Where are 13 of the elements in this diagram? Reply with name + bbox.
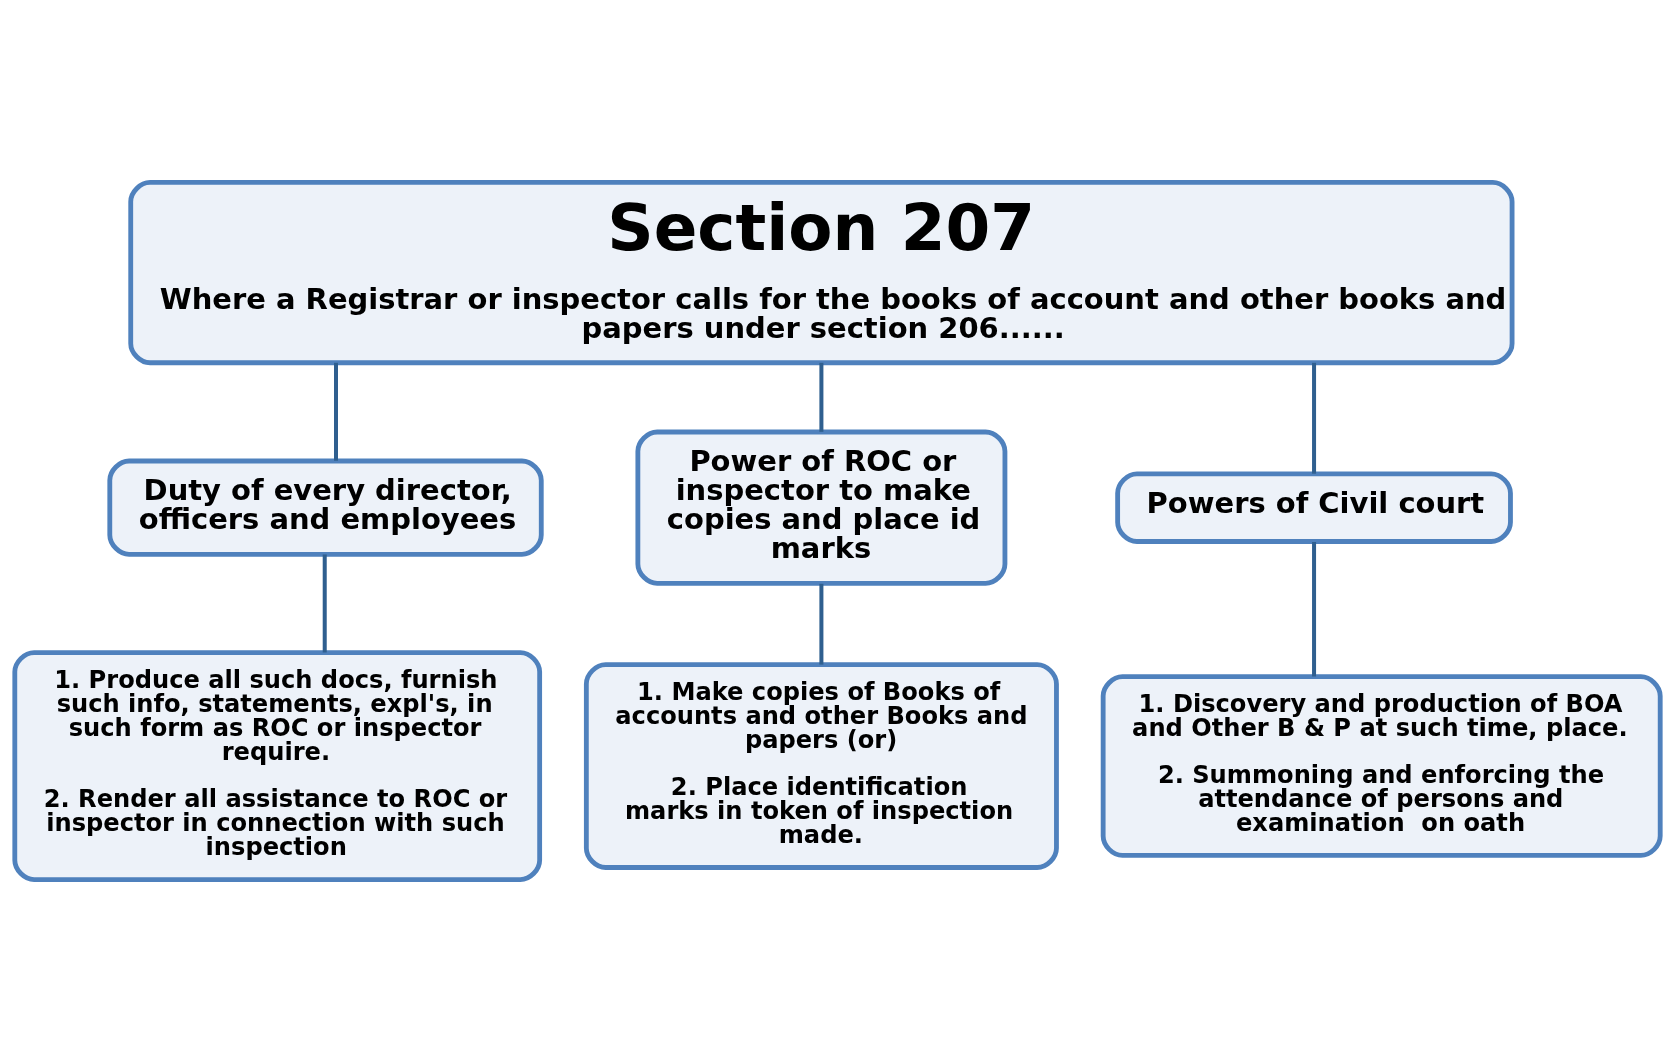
connector [819,362,824,432]
connector [819,583,824,665]
node-box: 1. Produce all such docs, furnish such info, statements, expl's, in such form as ROC or inspector require. 2. Render all assistance to ROC or inspector in connection with such inspection [12,649,543,882]
node-box: Section 207 Where a Registrar or inspector calls for the books of account and other books and papers under section 206...... [128,179,1515,365]
node-box: Power of ROC or inspector to make copies and place id marks [635,429,1008,586]
node-box: Duty of every director, officers and employees [107,458,544,557]
node-box: 1. Discovery and production of BOA and Other B & P at such time, place. 2. Summoning and enforcing the attendance of persons and examination on oath [1100,673,1663,858]
connector [1312,362,1317,474]
connector [322,553,327,652]
node-box: 1. Make copies of Books of accounts and other Books and papers (or) 2. Place identification marks in token of inspection made. [583,661,1059,870]
node-box: Powers of Civil court [1115,470,1513,544]
connector [1312,541,1317,676]
connector [334,362,338,461]
